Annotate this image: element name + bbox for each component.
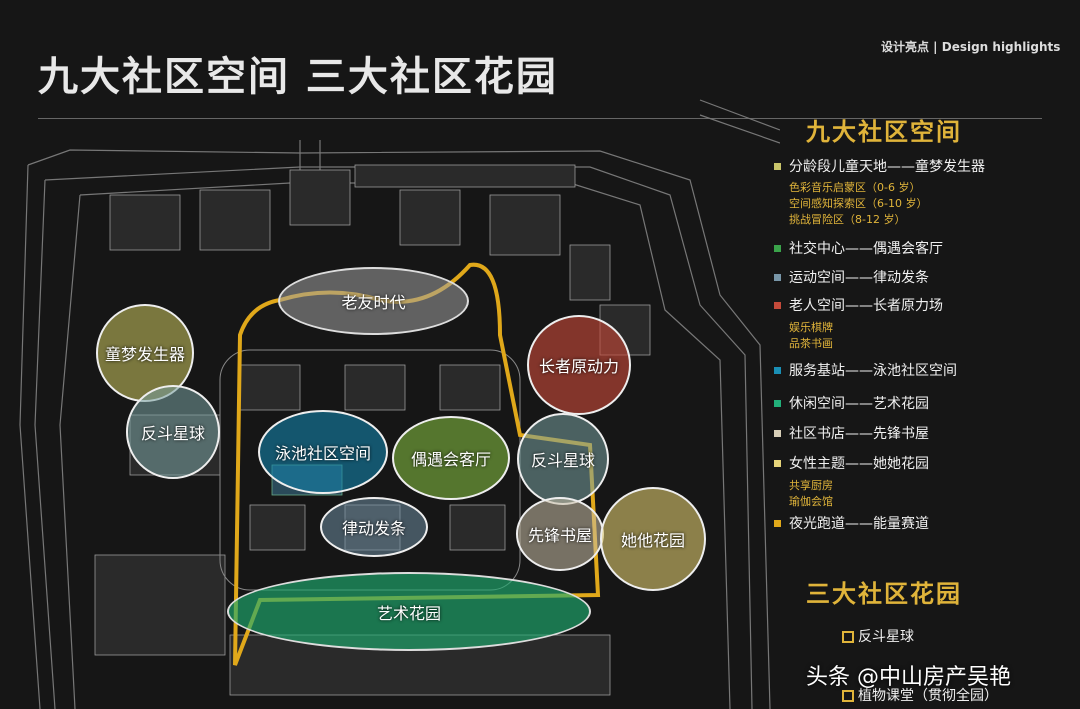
legend-swatch-0 xyxy=(774,163,781,170)
garden-item-1: 植物课堂（贯彻全园） xyxy=(858,688,998,704)
legend-swatch-5 xyxy=(774,400,781,407)
bubble-fan-dou-xing-qiu-right: 反斗星球 xyxy=(517,413,609,505)
bubble-fan-dou-xing-qiu-left: 反斗星球 xyxy=(126,385,220,479)
legend-swatch-2 xyxy=(774,274,781,281)
bubble-xian-feng-shu-wu: 先锋书屋 xyxy=(516,497,604,571)
legend-sub-0-2: 挑战冒险区（8-12 岁） xyxy=(789,213,906,226)
watermark: 头条 @中山房产吴艳 xyxy=(806,665,1011,690)
legend-item-7: 女性主题——她她花园 xyxy=(789,456,929,472)
bubble-ta-ta-hua-yuan: 她他花园 xyxy=(600,487,706,591)
legend-swatch-6 xyxy=(774,430,781,437)
legend-swatch-3 xyxy=(774,302,781,309)
site-plan xyxy=(19,99,780,709)
legend-sub-3-1: 品茶书画 xyxy=(789,337,833,350)
bubble-yi-shu-hua-yuan: 艺术花园 xyxy=(227,572,591,651)
legend-sub-7-1: 瑜伽会馆 xyxy=(789,495,833,508)
legend-sub-7-0: 共享厨房 xyxy=(789,479,833,492)
bubble-yong-chi-she-qu-kong-jian: 泳池社区空间 xyxy=(258,410,388,494)
garden-item-0: 反斗星球 xyxy=(858,629,914,645)
legend-gardens-title: 三大社区花园 xyxy=(806,580,962,608)
legend-sub-0-0: 色彩音乐启蒙区（0-6 岁） xyxy=(789,181,921,194)
legend-item-3: 老人空间——长者原力场 xyxy=(789,298,943,314)
legend-swatch-4 xyxy=(774,367,781,374)
legend-item-8: 夜光跑道——能量赛道 xyxy=(789,516,929,532)
legend-item-0: 分龄段儿童天地——童梦发生器 xyxy=(789,159,985,175)
legend-item-4: 服务基站——泳池社区空间 xyxy=(789,363,957,379)
legend-swatch-1 xyxy=(774,245,781,252)
bubble-lao-you-shi-dai: 老友时代 xyxy=(278,267,469,335)
legend-spaces-title: 九大社区空间 xyxy=(806,118,962,146)
legend-swatch-8 xyxy=(774,520,781,527)
legend-item-6: 社区书店——先锋书屋 xyxy=(789,426,929,442)
legend-item-1: 社交中心——偶遇会客厅 xyxy=(789,241,943,257)
bubble-ou-yu-hui-ke-ting: 偶遇会客厅 xyxy=(392,416,510,500)
design-highlights-label: 设计亮点 | Design highlights xyxy=(881,40,1061,54)
garden-bullet-1 xyxy=(842,690,854,702)
legend-item-2: 运动空间——律动发条 xyxy=(789,270,929,286)
legend-item-5: 休闲空间——艺术花园 xyxy=(789,396,929,412)
legend-sub-3-0: 娱乐棋牌 xyxy=(789,321,833,334)
garden-bullet-0 xyxy=(842,631,854,643)
divider xyxy=(38,118,1042,119)
bubble-zhang-zhe-yuan-dong-li: 长者原动力 xyxy=(527,315,631,415)
bubble-lv-dong-fa-tiao: 律动发条 xyxy=(320,497,428,557)
legend-swatch-7 xyxy=(774,460,781,467)
legend-sub-0-1: 空间感知探索区（6-10 岁） xyxy=(789,197,928,210)
page-title: 九大社区空间 三大社区花园 xyxy=(38,54,558,100)
